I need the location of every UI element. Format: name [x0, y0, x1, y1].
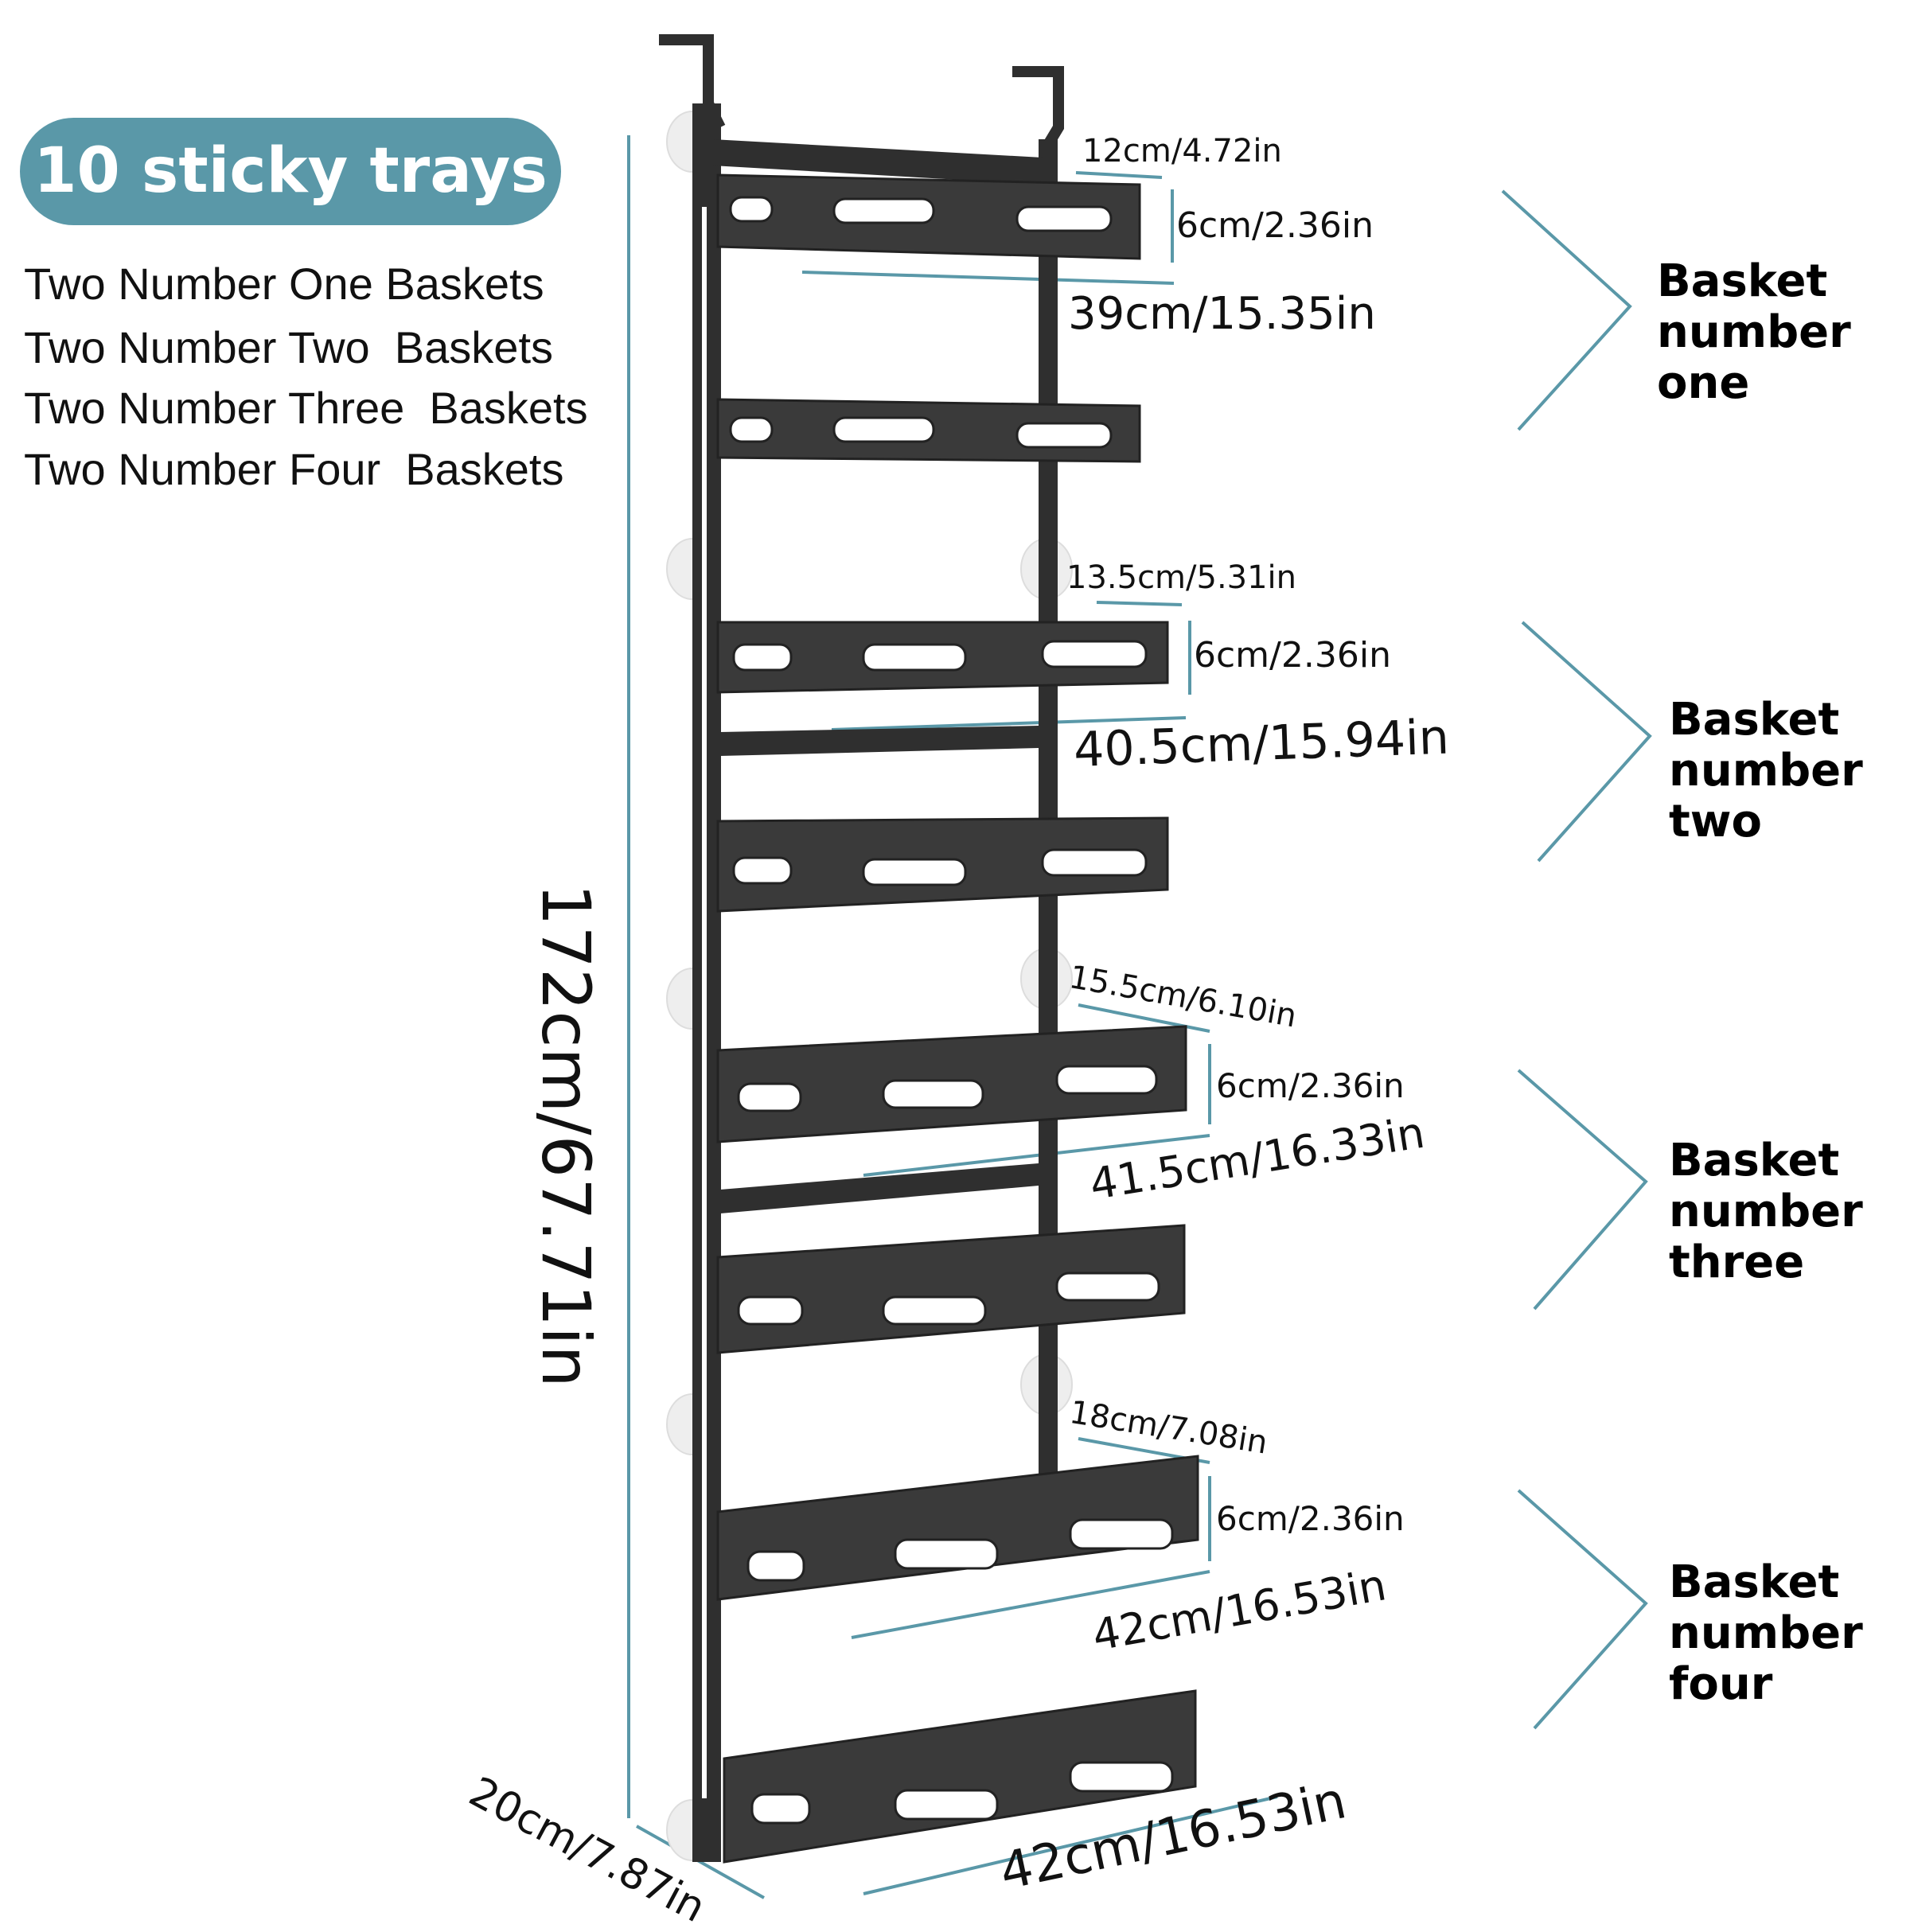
height-dimension-label: 172cm/67.71in — [527, 883, 605, 1388]
chevron-group-1 — [1501, 189, 1632, 431]
list-item: Two Number Four Baskets — [24, 444, 564, 494]
baskets — [716, 173, 1199, 1864]
list-item: Two Number Three Baskets — [24, 383, 588, 433]
group-3-height-label: 6cm/2.36in — [1216, 1066, 1405, 1105]
basket-label-line: three — [1669, 1237, 1805, 1288]
basket-label-one: Basket number one — [1657, 256, 1851, 409]
basket-label-line: four — [1669, 1658, 1773, 1710]
chevron-group-3 — [1517, 1069, 1648, 1311]
basket-label-four: Basket number four — [1669, 1557, 1863, 1710]
basket-2a — [716, 621, 1169, 694]
basket-1a — [716, 173, 1141, 260]
basket-label-line: Basket — [1657, 255, 1828, 307]
bottom-width-dimension-line — [863, 1795, 1278, 1895]
basket-label-line: two — [1669, 796, 1762, 847]
basket-label-two: Basket number two — [1669, 695, 1863, 847]
chevron-group-2 — [1521, 621, 1652, 863]
basket-4b — [723, 1689, 1197, 1864]
basket-label-three: Basket number three — [1669, 1135, 1863, 1288]
list-item: Two Number One Baskets — [24, 259, 544, 309]
basket-4a — [716, 1455, 1199, 1601]
basket-2b — [716, 816, 1169, 913]
group-2-height-label: 6cm/2.36in — [1194, 635, 1391, 676]
basket-label-line: Basket — [1669, 1135, 1840, 1186]
basket-label-line: Basket — [1669, 694, 1840, 746]
basket-3b — [716, 1224, 1186, 1354]
group-1-width-label: 39cm/15.35in — [1068, 288, 1376, 340]
list-item: Two Number Two Baskets — [24, 322, 553, 372]
basket-1b — [716, 398, 1141, 463]
group-1-depth-label: 12cm/4.72in — [1082, 133, 1282, 169]
sticky-trays-badge: 10 sticky trays — [20, 118, 561, 225]
basket-label-line: number — [1669, 1607, 1863, 1659]
basket-label-line: Basket — [1669, 1556, 1840, 1608]
basket-label-line: number — [1669, 745, 1863, 797]
group-2-depth-label: 13.5cm/5.31in — [1066, 559, 1297, 596]
dimension-lines — [627, 135, 1652, 1899]
basket-label-line: one — [1657, 357, 1750, 409]
group-4-height-label: 6cm/2.36in — [1216, 1499, 1405, 1538]
chevron-group-4 — [1517, 1489, 1648, 1730]
basket-label-line: number — [1669, 1186, 1863, 1237]
basket-label-line: number — [1657, 306, 1851, 358]
basket-3a — [716, 1025, 1187, 1143]
group-1-height-label: 6cm/2.36in — [1176, 205, 1374, 246]
